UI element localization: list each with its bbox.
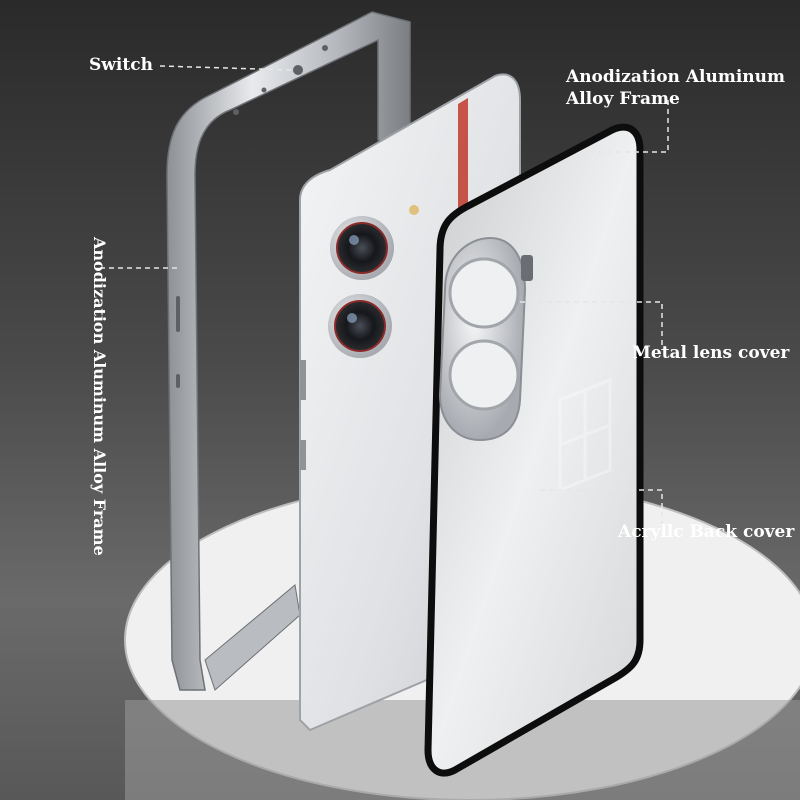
frame-right-label: Anodization Aluminum Alloy Frame [566, 66, 785, 110]
leader-lens [520, 301, 663, 350]
leader-lines [100, 65, 669, 528]
leader-frame-right [590, 100, 669, 153]
camera-module [328, 205, 419, 358]
acrylic-back-cover [424, 123, 644, 777]
frame-right-label-line2: Alloy Frame [566, 89, 680, 109]
switch-label: Switch [89, 55, 153, 75]
lens-cover-label: Metal lens cover [632, 343, 790, 363]
metal-lens-cover [438, 236, 533, 442]
frame-right-label-line1: Anodization Aluminum [566, 67, 785, 87]
frame-left-label: Anodization Aluminum Alloy Frame [90, 237, 109, 556]
back-cover-label: Acryllc Back cover [618, 522, 795, 542]
leader-switch [159, 65, 293, 71]
leader-back [540, 489, 663, 528]
aluminum-frame-left [166, 11, 411, 691]
